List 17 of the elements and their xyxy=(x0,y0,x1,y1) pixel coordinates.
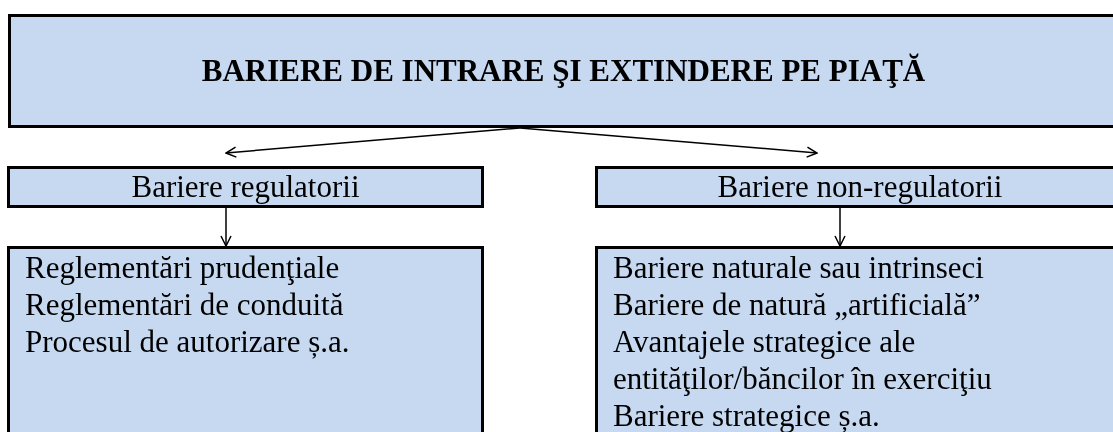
list-item: Avantajele strategice ale entităţilor/băncilor în exerciţiu xyxy=(613,323,993,397)
list-box xyxy=(595,246,1113,432)
list-item: Bariere de natură „artificială” xyxy=(613,286,982,323)
arrow xyxy=(220,207,232,247)
list-item: Reglementări de conduită xyxy=(25,286,345,323)
list-item: Reglementări prudenţiale xyxy=(25,249,341,286)
category-box xyxy=(7,166,484,208)
category-box xyxy=(595,166,1113,208)
category-label: Bariere non-regulatorii xyxy=(716,169,1004,205)
category-label: Bariere regulatorii xyxy=(130,169,361,205)
title-text: BARIERE DE INTRARE ŞI EXTINDERE PE PIAŢĂ xyxy=(200,53,927,89)
list-box xyxy=(7,246,484,432)
list-item: Procesul de autorizare ș.a. xyxy=(25,323,351,360)
title-box xyxy=(8,14,1113,128)
list-item: Bariere naturale sau intrinseci xyxy=(613,249,985,286)
arrow xyxy=(834,207,846,247)
list-item: Bariere strategice ș.a. xyxy=(613,397,881,432)
